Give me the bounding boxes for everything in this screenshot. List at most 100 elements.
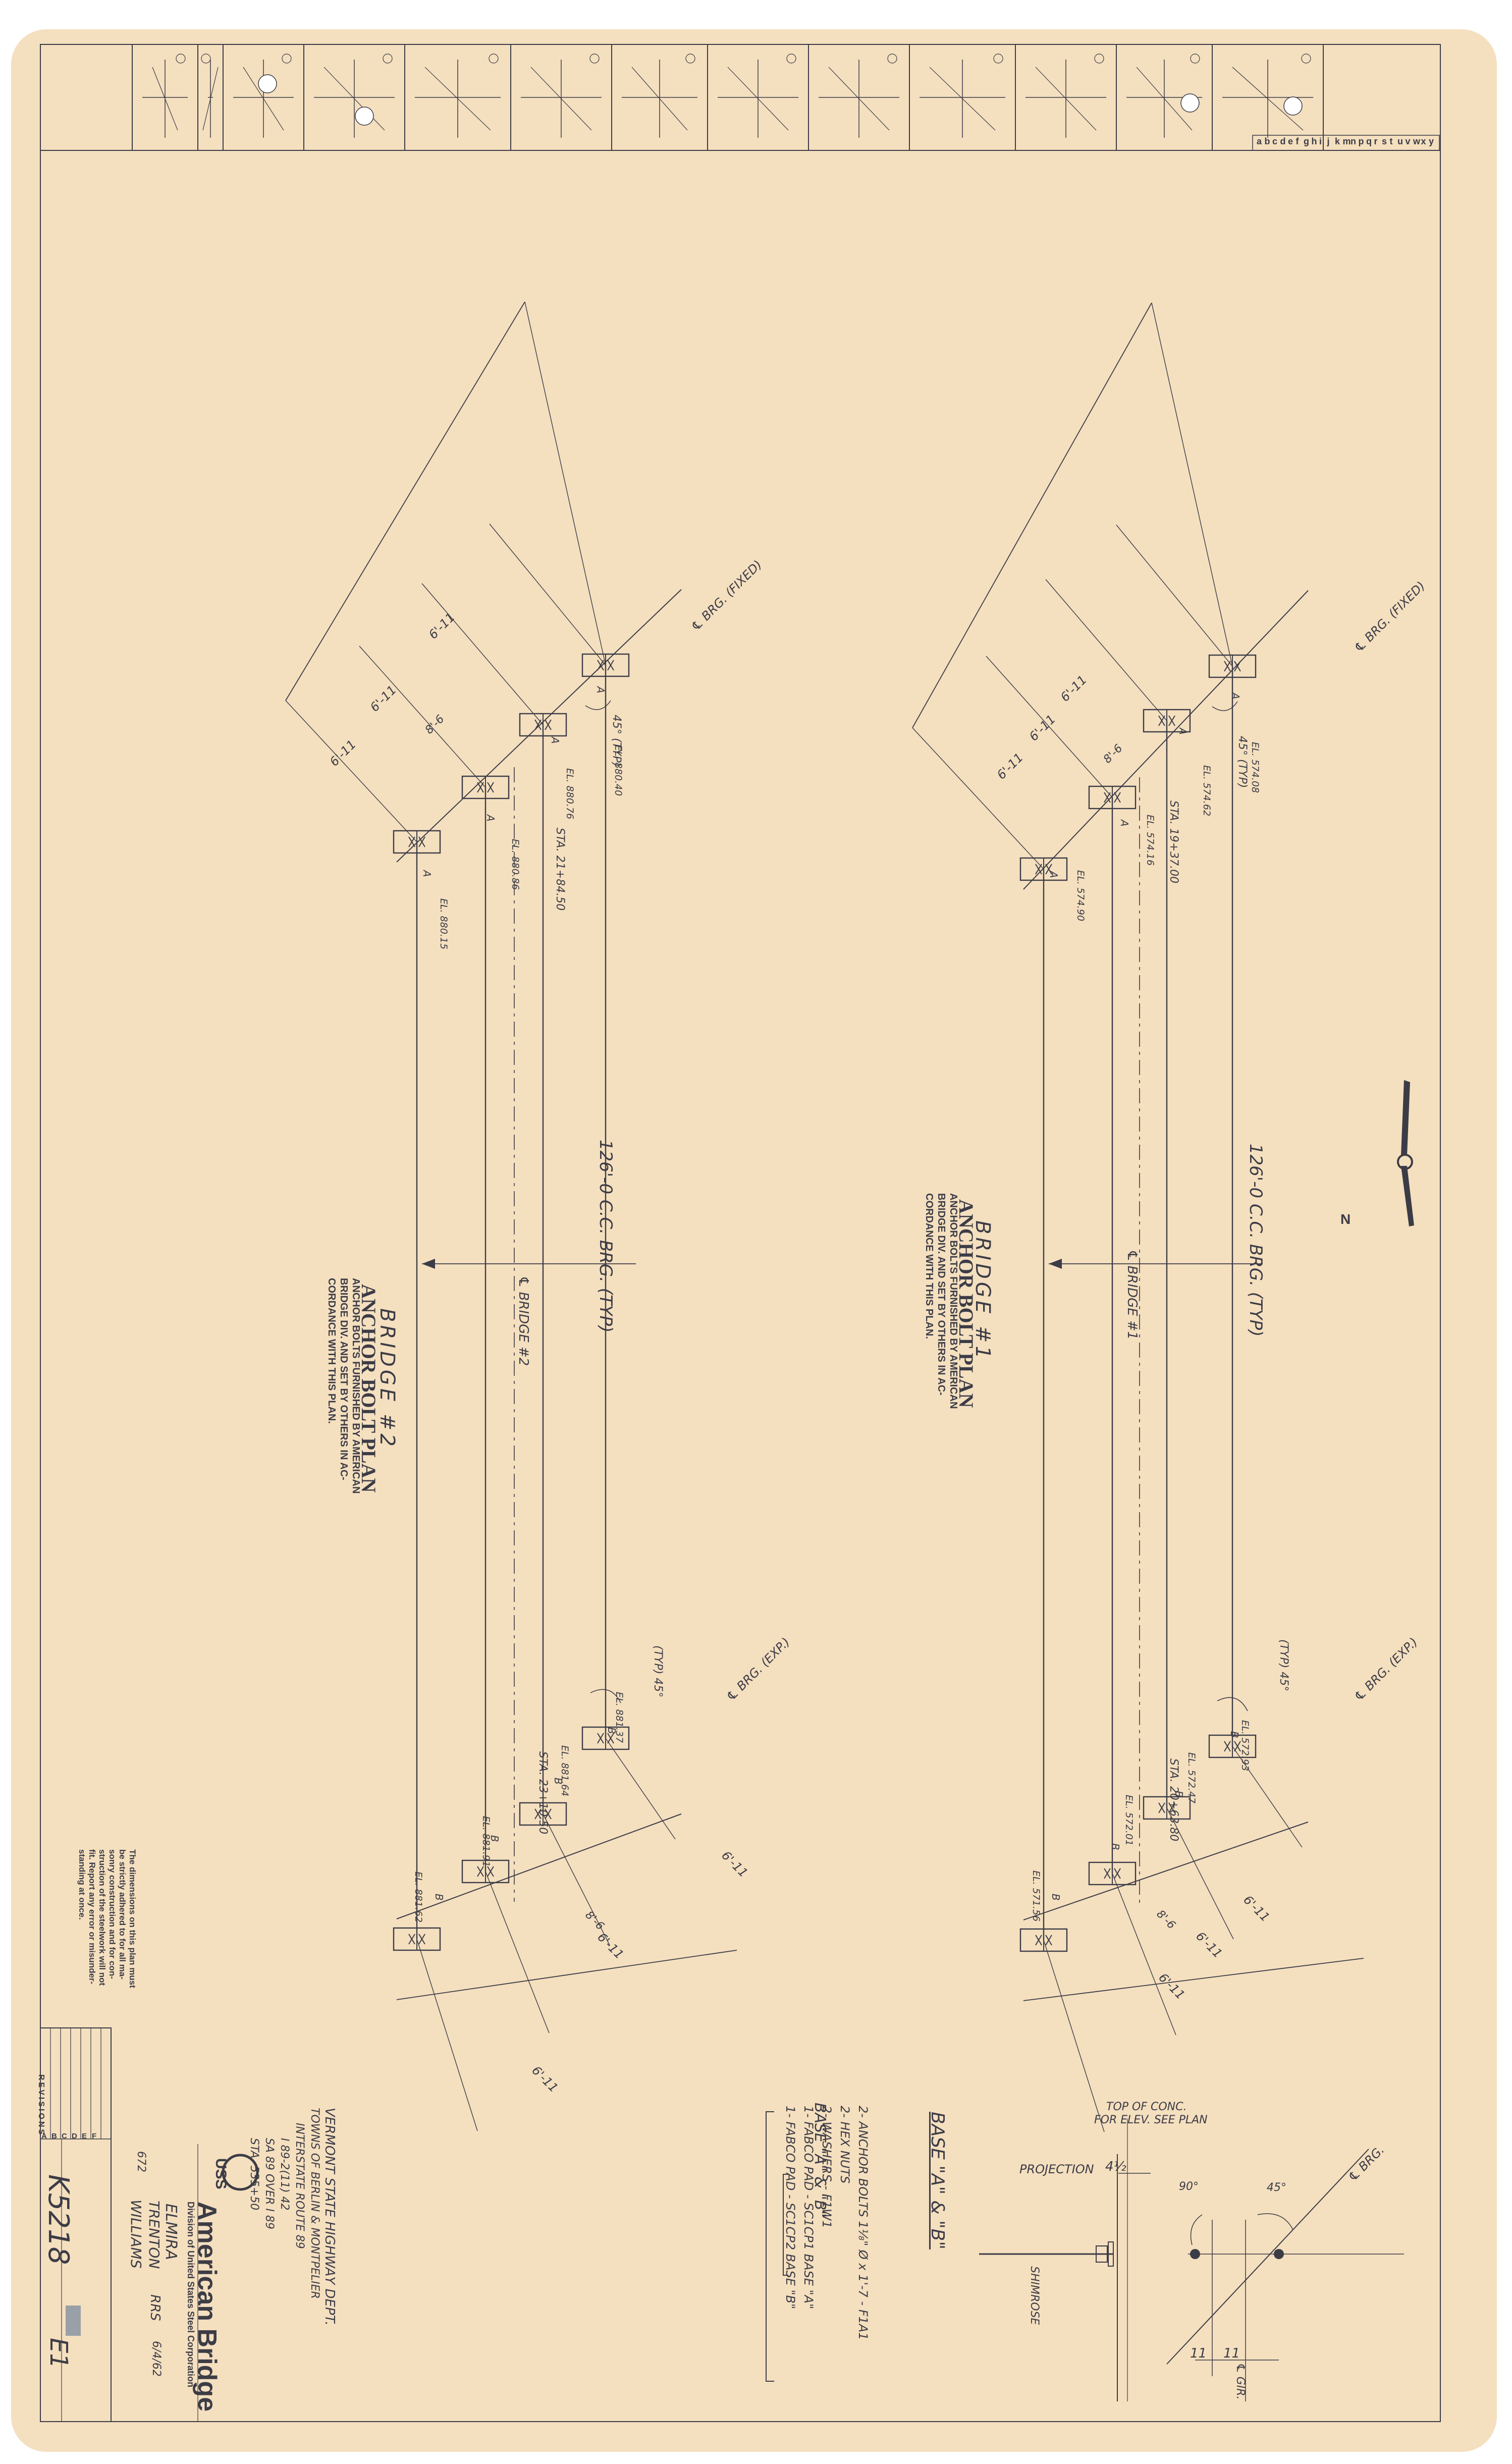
bearing-letter-exp-4: B xyxy=(1050,1894,1062,1901)
bearing-letter-exp-5: B xyxy=(606,1727,618,1734)
base-detail xyxy=(766,2111,1404,2401)
dim-extension xyxy=(1043,1940,1105,2132)
bolt-dot xyxy=(1274,2249,1284,2259)
revision-letter: D xyxy=(72,2132,77,2140)
bridge1-plan-note-1: ANCHOR BOLTS FURNISHED BY AMERICAN xyxy=(948,1193,959,1409)
bill-item-5: 1- FABCO PAD - SC1CP2 BASE "B" xyxy=(783,2106,797,2310)
strip-letter: y xyxy=(1429,136,1434,146)
bearing-letter-fixed-4: A xyxy=(1048,871,1060,878)
strip-number-circle xyxy=(489,53,499,64)
note-line-2: be strictly adhered to for all ma- xyxy=(118,1849,127,1979)
anchor-bolt xyxy=(1045,1935,1052,1946)
strip-number-circle xyxy=(1301,53,1311,64)
anchor-bolt xyxy=(1158,1802,1165,1813)
note-line-6: standing at once. xyxy=(77,1849,87,1920)
bridge2-elev-fixed-1: EL. 880.40 xyxy=(613,745,624,796)
skew-arc xyxy=(1217,1697,1248,1711)
bridge1-elev-exp-2: EL. 572.47 xyxy=(1186,1752,1197,1804)
punch-hole xyxy=(1283,96,1303,116)
dim-extension xyxy=(1232,1746,1303,1848)
bearing-centerline-fixed xyxy=(1023,590,1309,890)
dim-extension xyxy=(359,646,486,788)
dim-extension xyxy=(986,656,1113,798)
drawn-by: RRS xyxy=(147,2294,163,2321)
anchor-bolt xyxy=(545,719,552,730)
anchor-bolt xyxy=(1045,864,1052,875)
anchor-bolt xyxy=(487,782,494,793)
strip-letter: e xyxy=(1288,136,1293,146)
dim-extension xyxy=(485,1871,550,2033)
north-label: N xyxy=(1340,1211,1351,1227)
strip-number-circle xyxy=(383,53,393,64)
dim-extension xyxy=(605,1738,676,1840)
skew-arc xyxy=(590,1689,621,1703)
bridge1-centerline: ℄ BRIDGE #1 xyxy=(1124,1250,1140,1340)
strip-number-circle xyxy=(282,53,292,64)
anchor-bolt xyxy=(418,1934,425,1945)
strip-number-circle xyxy=(887,53,897,64)
detail-for-elev: FOR ELEV. SEE PLAN xyxy=(1094,2114,1208,2126)
bearing-centerline-exp xyxy=(1023,1822,1309,1920)
bearing-letter-fixed-7: A xyxy=(484,815,497,822)
anchor-bolt xyxy=(1035,1935,1042,1946)
strip-symbol xyxy=(1035,67,1097,131)
strip-symbol xyxy=(202,67,219,131)
bearing-letter-exp-1: B xyxy=(1228,1731,1240,1738)
anchor-bolt xyxy=(534,1808,542,1819)
bridge1-skew: 45° (TYP) xyxy=(1236,736,1249,788)
bridge2-elev-exp-4: EL. 881.62 xyxy=(413,1871,424,1923)
angle-arc xyxy=(1257,2213,1293,2230)
bridge2-plan-note-1: ANCHOR BOLTS FURNISHED BY AMERICAN xyxy=(350,1278,361,1494)
sheet-border-rect xyxy=(40,150,1441,2422)
detail-gir: ℄ GIR. xyxy=(1234,2363,1247,2400)
strip-letter: u xyxy=(1397,136,1403,146)
strip-number-circle xyxy=(589,53,600,64)
project-line-1: VERMONT STATE HIGHWAY DEPT. xyxy=(322,2108,337,2326)
project-line-3: INTERSTATE ROUTE 89 xyxy=(293,2123,306,2249)
strip-symbol xyxy=(152,67,178,131)
anchor-bolt xyxy=(487,1866,494,1877)
strip-number-circle xyxy=(201,53,211,64)
project-line-2: TOWNS OF BERLIN & MONTPELIER xyxy=(308,2108,321,2299)
anchor-bolt xyxy=(1168,715,1175,726)
dim-extension xyxy=(543,1813,610,1946)
sheet-border xyxy=(40,150,1441,2422)
strip-letter: p xyxy=(1358,136,1364,146)
bearing-skew-line xyxy=(1166,2149,1369,2365)
bridge2-station-exp: STA. 23+10.50 xyxy=(536,1751,549,1835)
arrowhead xyxy=(1049,1259,1062,1269)
arrowhead xyxy=(422,1259,435,1269)
bridge2-plan-note-2: BRIDGE DIV. AND SET BY OTHERS IN AC- xyxy=(338,1278,349,1480)
strip-symbol xyxy=(424,67,491,131)
detail-angle-right: 45° xyxy=(1267,2181,1286,2194)
bearing-letter-fixed-8: A xyxy=(421,870,433,877)
dim-extension xyxy=(1112,1873,1176,2036)
bolt-dot xyxy=(1190,2249,1200,2259)
revision-letter: C xyxy=(62,2132,67,2140)
anchor-bolt xyxy=(1104,1868,1111,1879)
detail-shim: SHIMROSE xyxy=(1028,2266,1041,2325)
bridge2-plan-note-3: CORDANCE WITH THIS PLAN. xyxy=(326,1278,337,1424)
revisions-label: REVISIONS xyxy=(37,2074,45,2137)
anchor-bolt xyxy=(477,1866,484,1877)
bearing-letter-exp-7: B xyxy=(489,1835,501,1842)
skew-arc xyxy=(585,700,611,710)
strip-number-circle xyxy=(1094,53,1104,64)
strip-symbol xyxy=(828,67,890,131)
strip-letter: b xyxy=(1264,136,1270,146)
shop: TRENTON xyxy=(146,2201,163,2269)
dim-extension xyxy=(1151,302,1233,667)
strip-letter: q xyxy=(1366,136,1372,146)
strip-letter: k xyxy=(1335,136,1340,146)
strip-symbol xyxy=(1232,67,1304,131)
sheet-number: K5218 xyxy=(42,2174,75,2265)
bridge1-elev-fixed-1: EL. 574.08 xyxy=(1250,742,1261,793)
title-block-lines xyxy=(40,2027,259,2422)
strip-letter: j xyxy=(1327,136,1330,146)
bearing-letter-exp-8: B xyxy=(433,1894,445,1901)
strip-letter: v xyxy=(1405,136,1411,146)
detail-angle-left: 90° xyxy=(1179,2180,1199,2193)
detail-title: BASE "A" & "B" xyxy=(927,2112,948,2249)
bridge2-station: STA. 21+84.50 xyxy=(554,828,566,911)
strip-number-circle xyxy=(176,53,186,64)
